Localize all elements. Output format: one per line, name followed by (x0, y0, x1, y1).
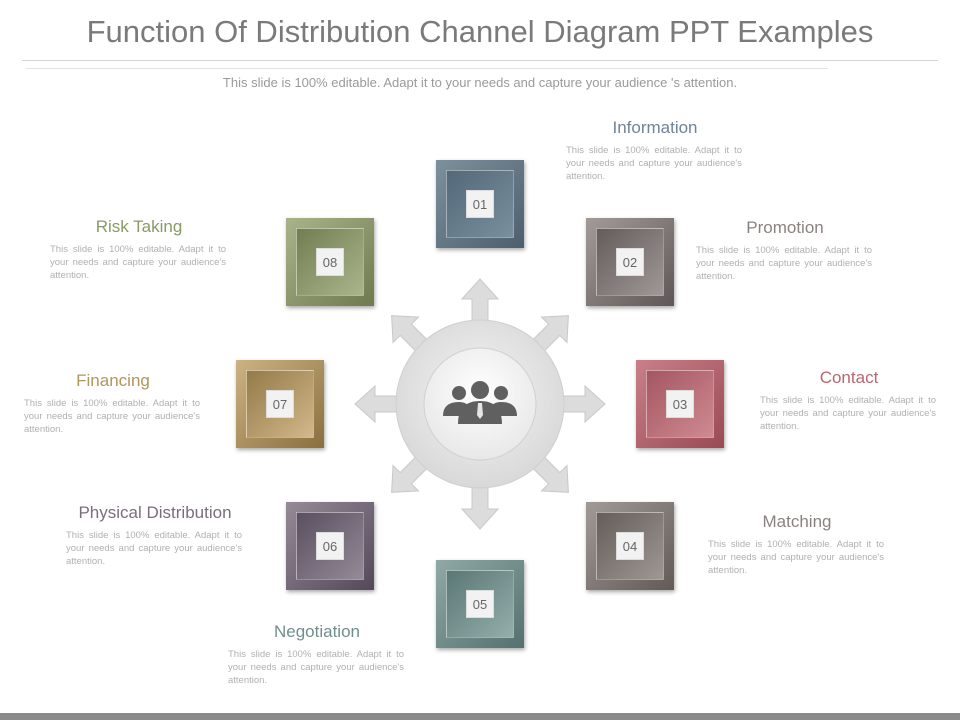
item-description: This slide is 100% editable. Adapt it to… (696, 245, 872, 282)
tile-04[interactable]: 04 (586, 502, 674, 590)
item-description: This slide is 100% editable. Adapt it to… (566, 145, 742, 182)
tile-02[interactable]: 02 (586, 218, 674, 306)
tile-number: 03 (666, 390, 694, 418)
label-promotion: Promotion This slide is 100% editable. A… (696, 218, 874, 283)
item-description: This slide is 100% editable. Adapt it to… (228, 649, 404, 686)
title-divider (22, 60, 938, 61)
tile-number: 04 (616, 532, 644, 560)
title-divider-inner (26, 68, 828, 69)
tile-frame (296, 512, 364, 580)
tile-number: 01 (466, 190, 494, 218)
item-heading: Risk Taking (95, 217, 183, 236)
item-description: This slide is 100% editable. Adapt it to… (708, 539, 884, 576)
label-negotiation: Negotiation This slide is 100% editable.… (228, 622, 406, 687)
label-contact: Contact This slide is 100% editable. Ada… (760, 368, 938, 433)
label-risk-taking: Risk Taking This slide is 100% editable.… (50, 217, 228, 282)
slide-title: Function Of Distribution Channel Diagram… (86, 14, 874, 49)
item-heading: Financing (76, 371, 150, 390)
item-description: This slide is 100% editable. Adapt it to… (66, 530, 242, 567)
people-group-icon (443, 381, 517, 424)
item-heading: Contact (819, 368, 879, 387)
item-description: This slide is 100% editable. Adapt it to… (24, 398, 200, 435)
tile-01[interactable]: 01 (436, 160, 524, 248)
tile-number: 06 (316, 532, 344, 560)
item-heading: Negotiation (273, 622, 360, 641)
item-heading: Promotion (746, 218, 824, 237)
label-information: Information This slide is 100% editable.… (566, 118, 744, 183)
tile-number: 08 (316, 248, 344, 276)
tile-frame (446, 570, 514, 638)
label-physical-distribution: Physical Distribution This slide is 100%… (66, 503, 244, 568)
tile-number: 05 (466, 590, 494, 618)
item-heading: Physical Distribution (78, 503, 232, 522)
slide-subtitle: This slide is 100% editable. Adapt it to… (222, 75, 738, 90)
item-description: This slide is 100% editable. Adapt it to… (760, 395, 936, 432)
tile-05[interactable]: 05 (436, 560, 524, 648)
item-heading: Information (612, 118, 698, 137)
tile-number: 02 (616, 248, 644, 276)
item-heading: Matching (762, 512, 832, 531)
tile-06[interactable]: 06 (286, 502, 374, 590)
tile-03[interactable]: 03 (636, 360, 724, 448)
footer-bar (0, 713, 960, 720)
tile-08[interactable]: 08 (286, 218, 374, 306)
label-matching: Matching This slide is 100% editable. Ad… (708, 512, 886, 577)
item-description: This slide is 100% editable. Adapt it to… (50, 244, 226, 281)
label-financing: Financing This slide is 100% editable. A… (24, 371, 202, 436)
tile-07[interactable]: 07 (236, 360, 324, 448)
tile-number: 07 (266, 390, 294, 418)
